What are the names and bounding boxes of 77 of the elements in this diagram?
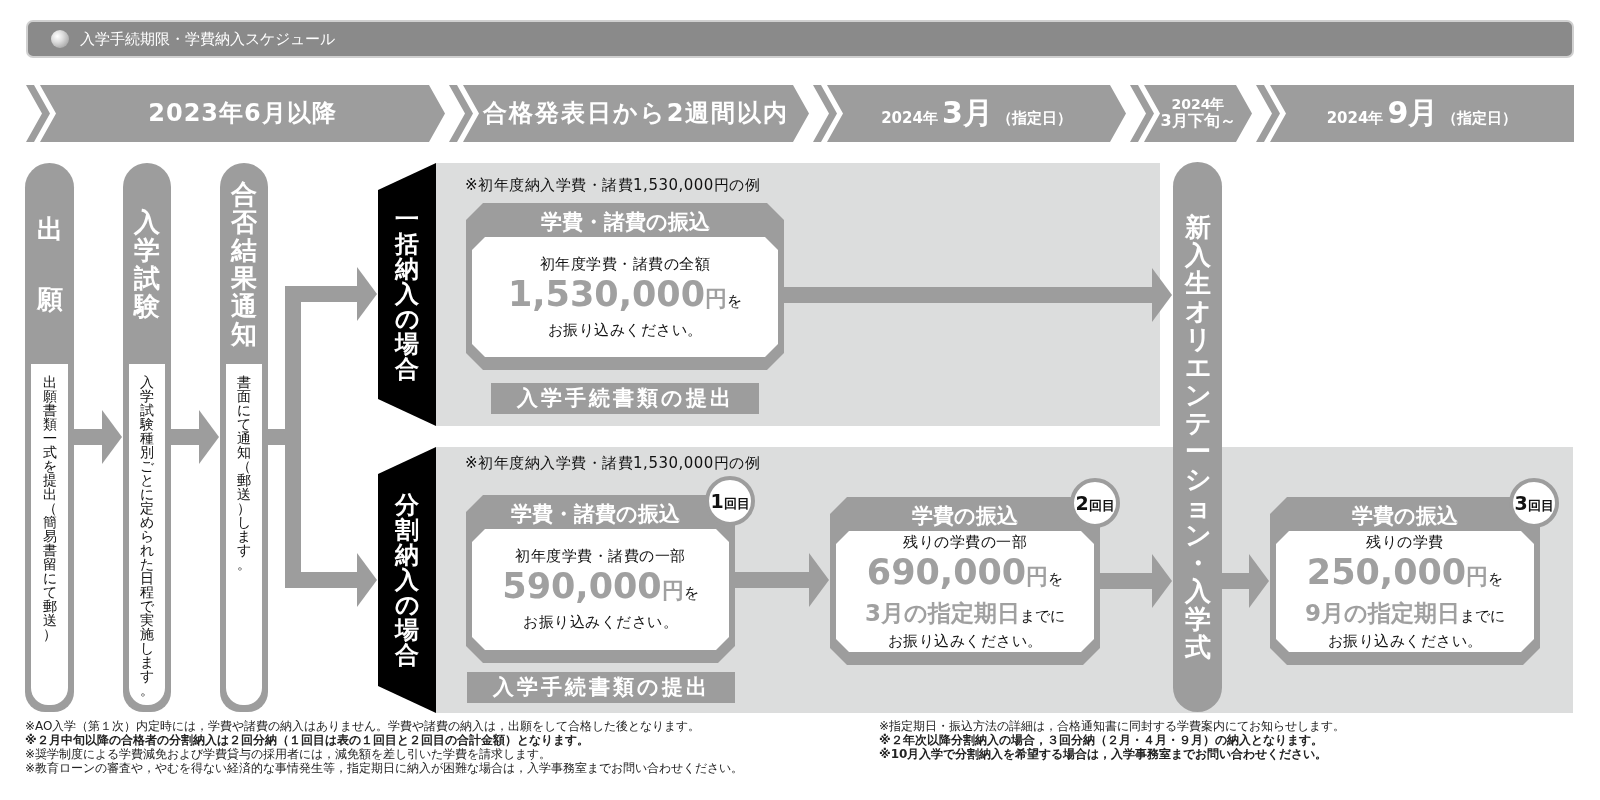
payment-box bbox=[830, 497, 1100, 665]
step-column bbox=[25, 163, 74, 712]
arrow bbox=[171, 410, 219, 464]
arrow bbox=[784, 268, 1172, 322]
badge-label: 2回目 bbox=[1075, 493, 1115, 513]
body-text: お振り込みください。 bbox=[887, 630, 1043, 652]
payment-box bbox=[466, 495, 735, 663]
footnote: ※10月入学で分割納入を希望する場合は，入学事務室までお問い合わせください。 bbox=[879, 747, 1328, 761]
example-note: ※初年度納入学費・諸費1,530,000円の例 bbox=[465, 454, 761, 472]
arrow bbox=[1100, 554, 1172, 608]
period-label: 3月下旬～ bbox=[1160, 112, 1236, 131]
period-label: 3月 bbox=[941, 96, 993, 131]
period-label: 2023年6月以降 bbox=[148, 99, 337, 128]
footnote: ※２月中旬以降の合格者の分割納入は２回分納（１回目は表の１回目と２回目の合計金額）となります。 bbox=[25, 733, 589, 747]
box-heading: 学費の振込 bbox=[1352, 503, 1458, 530]
event-column bbox=[1173, 162, 1222, 712]
period-label: 2024年 bbox=[1326, 110, 1384, 128]
arrow bbox=[1222, 554, 1269, 608]
case-tab bbox=[378, 447, 436, 713]
body-text: お振り込みください。 bbox=[523, 612, 678, 633]
step-column bbox=[123, 163, 171, 712]
case-panel bbox=[436, 447, 1573, 713]
body-text: お振り込みください。 bbox=[547, 319, 703, 341]
amount-text: 590,000円を bbox=[502, 567, 699, 608]
payment-box bbox=[1270, 497, 1540, 665]
period-label: 合格発表日から2週間以内 bbox=[482, 99, 790, 128]
example-note: ※初年度納入学費・諸費1,530,000円の例 bbox=[465, 176, 761, 194]
deadline-text: 3月の指定期日までに bbox=[865, 598, 1065, 628]
footnote: ※指定期日・振込方法の詳細は，合格通知書に同封する学費案内にてお知らせします。 bbox=[879, 719, 1346, 733]
badge-label: 1回目 bbox=[710, 491, 750, 511]
body-text: お振り込みください。 bbox=[1327, 630, 1483, 652]
case-panel bbox=[436, 163, 1160, 426]
payment-box bbox=[466, 203, 784, 370]
chevron-arrow bbox=[1256, 85, 1280, 142]
amount-text: 250,000円を bbox=[1306, 552, 1504, 594]
footnote: ※奨学制度による学費減免および学費貸与の採用者には，減免額を差し引いた学費を請求します。 bbox=[25, 747, 552, 761]
period-label: 2024年 bbox=[881, 110, 938, 128]
body-text: 初年度学費・諸費の全額 bbox=[539, 253, 711, 275]
box-heading: 学費・諸費の振込 bbox=[511, 501, 680, 528]
box-heading: 学費の振込 bbox=[912, 503, 1018, 530]
body-text: 残りの学費の一部 bbox=[903, 531, 1027, 553]
badge-label: 3回目 bbox=[1514, 493, 1554, 513]
body-text: 残りの学費 bbox=[1366, 531, 1444, 553]
page-title: 入学手続期限・学費納入スケジュール bbox=[80, 29, 335, 49]
footnote: ※２年次以降分割納入の場合，３回分納（２月・４月・９月）の納入となります。 bbox=[879, 733, 1323, 747]
chevron-arrow bbox=[1130, 85, 1154, 142]
bar-label: 入学手続書類の提出 bbox=[492, 677, 710, 698]
submission-bar bbox=[467, 672, 735, 703]
step-description: 入学試験種別ごとに定められた日程で実施します。 bbox=[140, 375, 154, 697]
period-label: 2024年 bbox=[1171, 96, 1225, 113]
case-tab bbox=[378, 163, 436, 426]
footnote: ※AO入学（第１次）内定時には，学費や諸費の納入はありません。学費や諸費の納入は，出願をして合格した後となります。 bbox=[25, 719, 701, 733]
step-title: 出願 bbox=[36, 212, 63, 316]
arrow bbox=[74, 410, 122, 464]
deadline-text: 9月の指定期日までに bbox=[1305, 598, 1505, 628]
step-description: 書面にて通知（郵送）します。 bbox=[237, 375, 251, 571]
chevron-arrow bbox=[449, 85, 473, 142]
bar-label: 入学手続書類の提出 bbox=[516, 388, 734, 409]
period-label: 9月 bbox=[1387, 96, 1439, 131]
step-title: 合否結果通知 bbox=[231, 179, 257, 348]
arrow bbox=[735, 553, 829, 607]
step-title: 入学試験 bbox=[134, 207, 160, 320]
period-label: （指定日） bbox=[1442, 110, 1518, 128]
amount-text: 690,000円を bbox=[866, 552, 1064, 594]
tab-label: 分割納入の場合 bbox=[395, 492, 419, 668]
period-label: （指定日） bbox=[996, 110, 1072, 128]
tab-label: 一括納入の場合 bbox=[395, 207, 419, 382]
body-text: 初年度学費・諸費の一部 bbox=[515, 546, 686, 567]
box-heading: 学費・諸費の振込 bbox=[540, 209, 710, 236]
amount-text: 1,530,000円を bbox=[507, 274, 743, 316]
event-title: 新入生オリエンテーション・入学式 bbox=[1184, 213, 1211, 661]
footnote: ※教育ローンの審査や，やむを得ない経済的な事情発生等，指定期日に納入が困難な場合は，入学事務室までお問い合わせください。 bbox=[25, 761, 744, 775]
step-description: 出願書類一式を提出（簡易書留にて郵送） bbox=[42, 375, 57, 641]
chevron-arrow bbox=[813, 85, 837, 142]
chevron-arrow bbox=[26, 85, 50, 142]
step-column bbox=[220, 163, 268, 712]
submission-bar bbox=[491, 383, 759, 414]
